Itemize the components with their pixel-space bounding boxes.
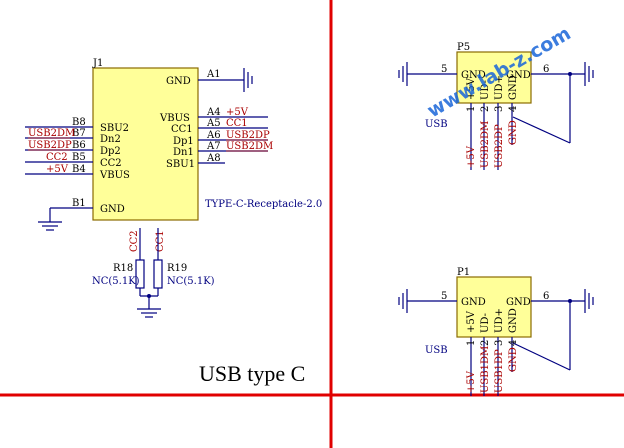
p1-pin-num: 2 <box>480 340 491 346</box>
j1-ref: J1 <box>92 58 103 69</box>
r19-value: NC(5.1K) <box>167 276 215 287</box>
j1-pin-name: VBUS <box>159 113 190 124</box>
net-label: CC1 <box>226 118 248 129</box>
p5-pin-name: +5V <box>466 77 477 100</box>
p1-pin-num: 5 <box>441 291 447 302</box>
p5-pin-name: UD+ <box>494 75 505 100</box>
net-label: USB1DM <box>480 346 491 393</box>
j1-pin-name: Dp2 <box>100 146 121 157</box>
j1-part-name: TYPE-C-Receptacle-2.0 <box>205 199 322 210</box>
p1-pin-num: 4 <box>508 340 519 346</box>
p5-pin-num: 1 <box>466 106 477 112</box>
net-label: +5V <box>46 164 69 175</box>
j1-pin-name: Dp1 <box>173 136 194 147</box>
j1-pin-name: SBU1 <box>166 159 195 170</box>
p5-pin-name: GND <box>508 75 519 100</box>
j1-component[interactable]: J1 TYPE-C-Receptacle-2.0 B8 B7 B6 B5 B4 … <box>25 58 322 231</box>
p5-pin-name: UD- <box>480 80 491 100</box>
net-label: CC1 <box>155 230 166 252</box>
net-label: USB2DM <box>28 128 75 139</box>
p5-pin-num: 2 <box>480 106 491 112</box>
p1-body <box>456 276 532 338</box>
net-label: USB2DP <box>494 124 505 168</box>
net-label: GND <box>508 347 519 372</box>
j1-pin-num: A8 <box>206 153 221 164</box>
j1-pin-num: A7 <box>206 141 221 152</box>
cc-resistors[interactable]: CC2 CC1 R18 NC(5.1K) R19 NC(5.1K) <box>92 228 215 318</box>
p1-ref: P1 <box>457 267 470 278</box>
net-label: USB2DP <box>28 140 72 151</box>
net-label: USB2DM <box>480 121 491 168</box>
p5-pin-name: GND <box>506 70 531 81</box>
p5-pin-num: 3 <box>494 106 505 112</box>
p5-ref: P5 <box>457 42 470 53</box>
ground-symbol <box>243 68 253 92</box>
resistor-r19 <box>153 259 163 289</box>
net-label: +5V <box>226 107 249 118</box>
p1-pin-name: UD+ <box>494 308 505 333</box>
j1-pin-name: SBU2 <box>100 123 129 134</box>
p1-pin-name: +5V <box>466 310 477 333</box>
j1-pin-num: B5 <box>72 152 86 163</box>
ground-symbol <box>584 62 594 86</box>
r18-ref: R18 <box>113 263 133 274</box>
ground-symbol <box>137 308 161 318</box>
net-label: GND <box>508 120 519 145</box>
r18-value: NC(5.1K) <box>92 276 140 287</box>
p1-pin-name: GND <box>461 297 486 308</box>
j1-pin-name: Dn1 <box>173 147 194 158</box>
p1-pin-name: GND <box>506 297 531 308</box>
j1-pin-num: B6 <box>72 140 86 151</box>
j1-pin-name: VBUS <box>99 170 130 181</box>
p5-pin-num: 4 <box>508 106 519 112</box>
j1-pin-num: B1 <box>72 198 86 209</box>
sheet-title: USB type C <box>199 361 305 386</box>
net-label: USB2DM <box>226 141 273 152</box>
p1-pin-name: GND <box>508 308 519 333</box>
p1-pin-num: 1 <box>466 340 477 346</box>
net-label: CC2 <box>46 152 68 163</box>
j1-body <box>92 67 199 221</box>
ground-symbol <box>584 289 594 313</box>
p1-component[interactable]: P1 USB 5 GND 6 GND +5V UD- UD+ GND 1 <box>398 267 594 396</box>
ground-symbol <box>38 221 62 231</box>
j1-pin-name: GND <box>100 204 125 215</box>
j1-pin-num: A4 <box>206 107 221 118</box>
j1-pin-num: A6 <box>206 130 221 141</box>
ground-symbol <box>398 62 408 86</box>
j1-pin-name: CC2 <box>100 158 122 169</box>
j1-pin-num: B8 <box>72 117 86 128</box>
ground-symbol <box>398 289 408 313</box>
net-label: +5V <box>466 145 477 168</box>
p1-pin-name: UD- <box>480 313 491 333</box>
p5-component[interactable]: P5 USB 5 GND 6 GND +5V UD- UD+ GND <box>398 42 594 170</box>
j1-pin-num: B7 <box>72 128 86 139</box>
net-label: +5V <box>466 370 477 393</box>
net-label: CC2 <box>129 230 140 252</box>
j1-pin-num: A5 <box>206 118 221 129</box>
p1-label: USB <box>425 345 448 356</box>
p5-pin-num: 5 <box>441 64 447 75</box>
j1-pin-name: Dn2 <box>100 134 121 145</box>
j1-pin-name: CC1 <box>171 124 193 135</box>
p5-pin-num: 6 <box>543 64 549 75</box>
r19-ref: R19 <box>167 263 187 274</box>
p5-body <box>456 51 532 104</box>
net-label: USB1DP <box>494 349 505 393</box>
j1-pin-num: B4 <box>72 164 86 175</box>
j1-pin-name: GND <box>166 76 191 87</box>
p5-label: USB <box>425 119 448 130</box>
net-label: USB2DP <box>226 130 270 141</box>
p5-pin-name: GND <box>461 70 486 81</box>
p1-pin-num: 3 <box>494 340 505 346</box>
p1-pin-num: 6 <box>543 291 549 302</box>
j1-pin-num: A1 <box>206 69 221 80</box>
